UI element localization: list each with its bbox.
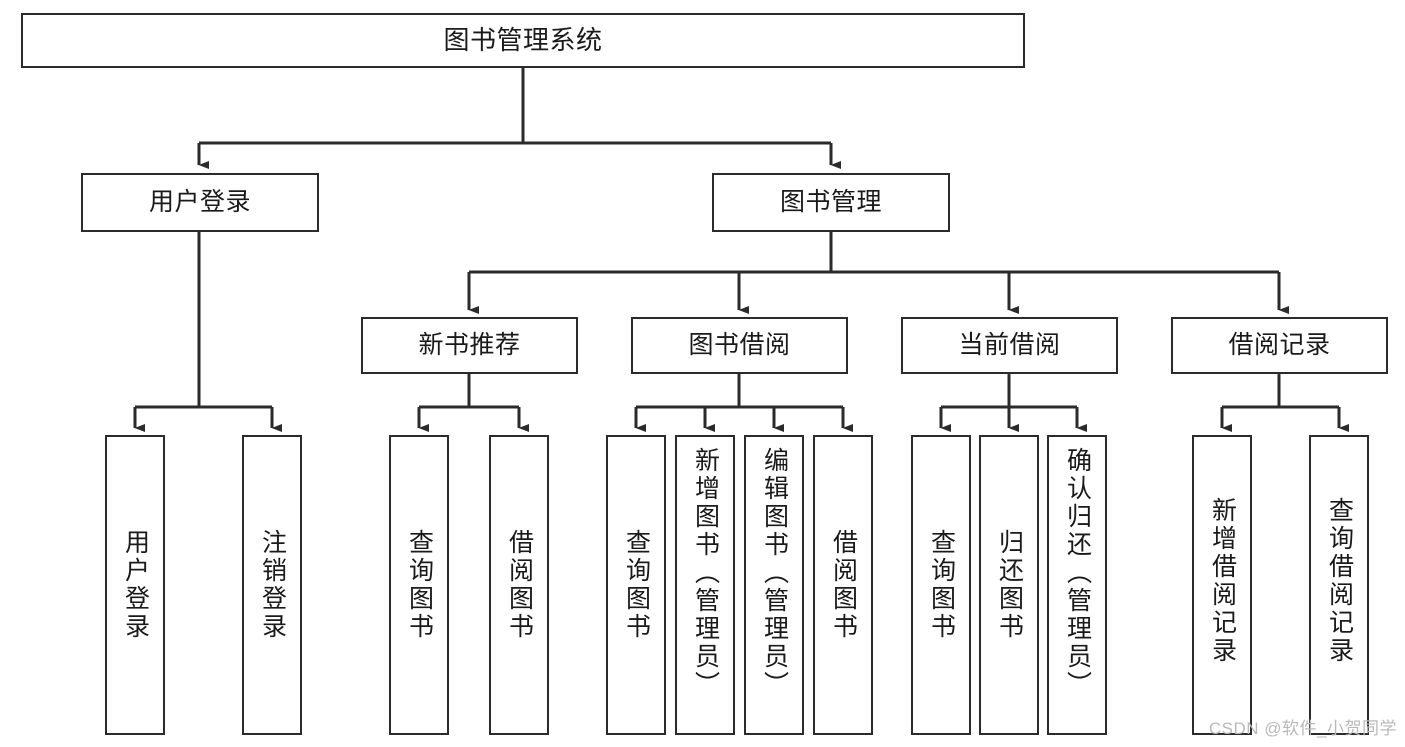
node-label: 图书借阅: [688, 330, 791, 359]
node-new-book-recommend[interactable]: 新书推荐: [361, 317, 578, 374]
leaf-confirm-return-admin[interactable]: 确认归还（管理员）: [1047, 435, 1107, 735]
leaf-add-book-admin[interactable]: 新增图书（管理员）: [675, 435, 735, 735]
leaf-query-book-current[interactable]: 查询图书: [911, 435, 971, 735]
leaf-user-login[interactable]: 用户登录: [105, 435, 165, 735]
leaf-query-book-borrow[interactable]: 查询图书: [606, 435, 666, 735]
leaf-borrow-book-recommend[interactable]: 借阅图书: [489, 435, 549, 735]
node-label: 查询借阅记录: [1325, 497, 1354, 665]
node-book-borrow[interactable]: 图书借阅: [631, 317, 848, 374]
node-label: 图书管理系统: [443, 25, 603, 56]
node-label: 用户登录: [148, 187, 251, 216]
leaf-query-book-recommend[interactable]: 查询图书: [389, 435, 449, 735]
node-current-borrow[interactable]: 当前借阅: [901, 317, 1118, 374]
node-book-manage[interactable]: 图书管理: [712, 173, 950, 232]
node-label: 编辑图书（管理员）: [760, 447, 789, 699]
leaf-add-borrow-record[interactable]: 新增借阅记录: [1192, 435, 1252, 735]
node-label: 新增借阅记录: [1208, 497, 1237, 665]
node-label: 图书管理: [779, 187, 882, 216]
leaf-edit-book-admin[interactable]: 编辑图书（管理员）: [744, 435, 804, 735]
node-label: 新增图书（管理员）: [691, 447, 720, 699]
node-label: 当前借阅: [958, 330, 1061, 359]
leaf-query-borrow-record[interactable]: 查询借阅记录: [1309, 435, 1369, 735]
node-label: 借阅图书: [505, 529, 534, 641]
node-label: 归还图书: [995, 529, 1024, 641]
node-borrow-record[interactable]: 借阅记录: [1171, 317, 1388, 374]
leaf-logout-login[interactable]: 注销登录: [242, 435, 302, 735]
node-label: 注销登录: [258, 529, 287, 641]
node-label: 确认归还（管理员）: [1063, 447, 1092, 699]
csdn-watermark: CSDN @软件_小贺同学: [1208, 719, 1397, 738]
node-label: 借阅图书: [829, 529, 858, 641]
leaf-return-book[interactable]: 归还图书: [979, 435, 1039, 735]
node-label: 用户登录: [121, 529, 150, 641]
leaf-borrow-book[interactable]: 借阅图书: [813, 435, 873, 735]
node-label: 借阅记录: [1228, 330, 1331, 359]
node-label: 查询图书: [927, 529, 956, 641]
node-label: 新书推荐: [418, 330, 521, 359]
node-root-system[interactable]: 图书管理系统: [21, 13, 1025, 68]
node-label: 查询图书: [622, 529, 651, 641]
node-user-login[interactable]: 用户登录: [81, 173, 319, 232]
node-label: 查询图书: [405, 529, 434, 641]
